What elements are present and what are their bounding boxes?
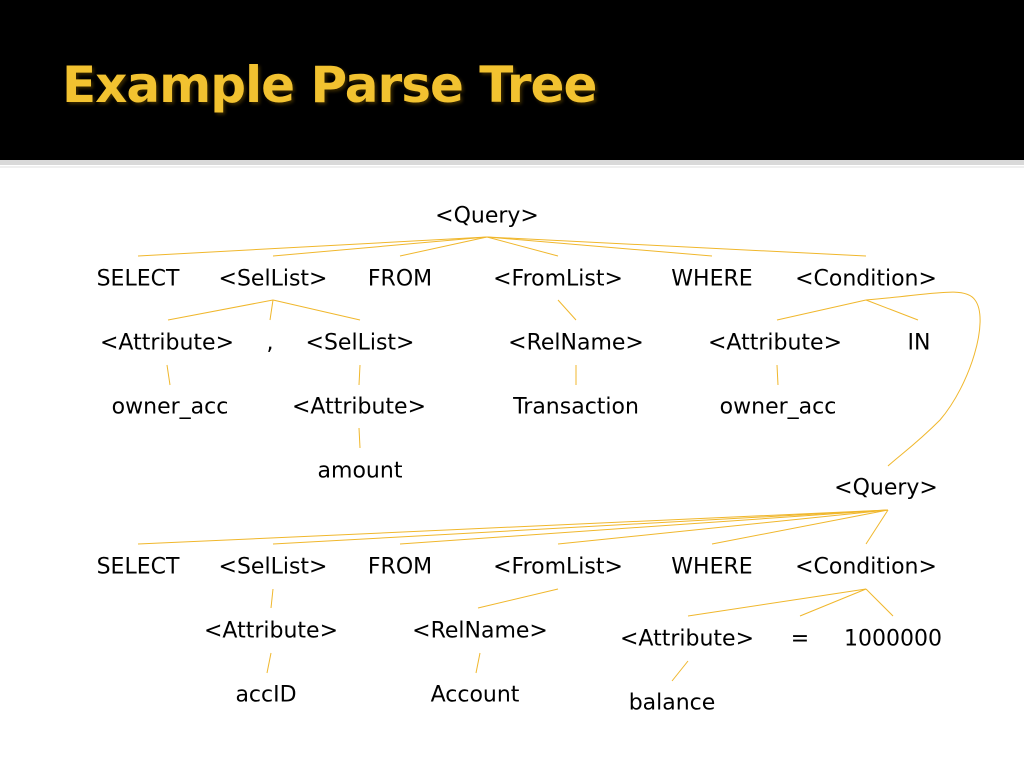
edge [269, 299, 274, 321]
in-keyword: IN [907, 330, 931, 356]
leaf-transaction: Transaction [513, 394, 639, 420]
edge [475, 652, 481, 674]
leaf-accid: accID [235, 682, 297, 708]
edge [486, 236, 559, 257]
edge [266, 652, 272, 674]
comma-token: , [266, 330, 274, 356]
edge [711, 509, 889, 545]
attribute-node: <Attribute> [99, 330, 235, 356]
edge [167, 299, 274, 321]
leaf-balance: balance [628, 690, 716, 716]
from-keyword: FROM [367, 266, 433, 292]
attribute-node: <Attribute> [707, 330, 843, 356]
subquery-node: <Query> [834, 475, 938, 501]
select-keyword: SELECT [96, 266, 180, 292]
edge [776, 299, 867, 321]
relname-node: <RelName> [412, 618, 548, 644]
query-node: <Query> [435, 203, 539, 229]
subquery-curve [865, 291, 981, 467]
divider [0, 160, 1024, 165]
edge [137, 236, 488, 257]
sellist-node: <SelList> [218, 554, 328, 580]
edge [486, 236, 713, 257]
edge [865, 588, 894, 617]
edge [477, 588, 559, 609]
edge [687, 588, 867, 617]
edge [272, 236, 488, 257]
edge [358, 364, 361, 386]
leaf-value: 1000000 [844, 626, 942, 652]
edge [557, 299, 577, 321]
edge [486, 236, 867, 257]
where-keyword: WHERE [671, 554, 753, 580]
sellist-node: <SelList> [218, 266, 328, 292]
fromlist-node: <FromList> [493, 266, 623, 292]
select-keyword: SELECT [96, 554, 180, 580]
leaf-owner-acc: owner_acc [719, 394, 837, 420]
slide-title: Example Parse Tree [62, 56, 597, 114]
title-bar: Example Parse Tree [0, 0, 1024, 160]
edge [270, 588, 274, 609]
condition-node: <Condition> [795, 266, 937, 292]
edge [358, 427, 361, 449]
fromlist-node: <FromList> [493, 554, 623, 580]
edge [865, 299, 919, 321]
condition-node: <Condition> [795, 554, 937, 580]
where-keyword: WHERE [671, 266, 753, 292]
leaf-owner-acc: owner_acc [111, 394, 229, 420]
edge [557, 509, 889, 545]
edge [272, 299, 361, 321]
attribute-node: <Attribute> [619, 626, 755, 652]
edge [137, 509, 889, 545]
leaf-account: Account [430, 682, 520, 708]
from-keyword: FROM [367, 554, 433, 580]
leaf-amount: amount [317, 458, 403, 484]
edge [865, 509, 889, 545]
edge [399, 236, 488, 257]
edge [272, 509, 889, 545]
attribute-node: <Attribute> [291, 394, 427, 420]
edge [399, 509, 889, 545]
equals-token: = [790, 626, 810, 652]
divider-highlight [0, 166, 1024, 168]
sellist-node: <SelList> [305, 330, 415, 356]
attribute-node: <Attribute> [203, 618, 339, 644]
edge [776, 364, 779, 386]
edge [166, 364, 171, 386]
relname-node: <RelName> [508, 330, 644, 356]
edge [799, 588, 867, 617]
edge [671, 660, 689, 682]
